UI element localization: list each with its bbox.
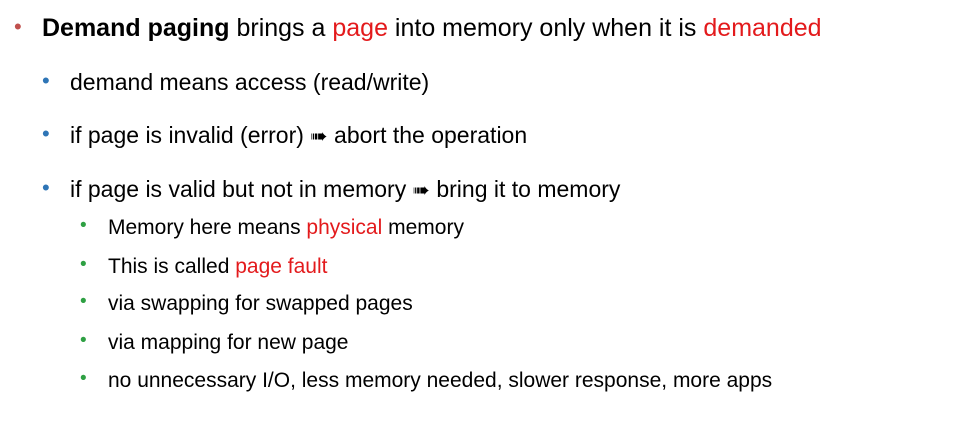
sub-point-1: • demand means access (read/write) bbox=[42, 69, 430, 95]
detail-text: via mapping for new page bbox=[108, 331, 349, 354]
sub-point-text-b: bring it to memory bbox=[429, 176, 621, 202]
detail-text: via swapping for swapped pages bbox=[108, 292, 413, 315]
bullet-icon: • bbox=[80, 254, 87, 275]
main-text-b: into memory only when it is bbox=[387, 14, 704, 42]
sub-point-3: • if page is valid but not in memory ➠ b… bbox=[42, 176, 621, 202]
detail-5: • no unnecessary I/O, less memory needed… bbox=[80, 369, 773, 392]
bullet-icon: • bbox=[42, 121, 50, 146]
bullet-icon: • bbox=[14, 14, 22, 39]
detail-text-b: memory bbox=[382, 216, 464, 239]
bullet-icon: • bbox=[80, 291, 87, 312]
highlight-page: page bbox=[332, 14, 388, 42]
highlight-physical: physical bbox=[306, 216, 383, 239]
bullet-icon: • bbox=[80, 215, 87, 236]
term-demand-paging: Demand paging bbox=[42, 14, 230, 42]
bullet-icon: • bbox=[80, 330, 87, 351]
detail-4: • via mapping for new page bbox=[80, 331, 349, 354]
highlight-page-fault: page fault bbox=[235, 255, 328, 278]
sub-point-2: • if page is invalid (error) ➠ abort the… bbox=[42, 122, 528, 148]
main-bullet-point: • Demand paging brings a page into memor… bbox=[14, 14, 822, 42]
detail-text: no unnecessary I/O, less memory needed, … bbox=[108, 369, 773, 392]
detail-text-a: Memory here means bbox=[108, 216, 307, 239]
arrow-right-icon: ➠ bbox=[412, 179, 430, 202]
detail-text-a: This is called bbox=[108, 255, 236, 278]
sub-point-text-a: if page is invalid (error) bbox=[70, 122, 311, 148]
bullet-icon: • bbox=[42, 68, 50, 93]
detail-2: • This is called page fault bbox=[80, 255, 328, 278]
detail-1: • Memory here means physical memory bbox=[80, 216, 464, 239]
sub-point-text: demand means access (read/write) bbox=[70, 69, 430, 95]
bullet-icon: • bbox=[80, 368, 87, 389]
sub-point-text-a: if page is valid but not in memory bbox=[70, 176, 413, 202]
bullet-icon: • bbox=[42, 175, 50, 200]
sub-point-text-b: abort the operation bbox=[327, 122, 528, 148]
main-text-a: brings a bbox=[229, 14, 333, 42]
arrow-right-icon: ➠ bbox=[310, 125, 328, 148]
highlight-demanded: demanded bbox=[703, 14, 822, 42]
detail-3: • via swapping for swapped pages bbox=[80, 292, 413, 315]
